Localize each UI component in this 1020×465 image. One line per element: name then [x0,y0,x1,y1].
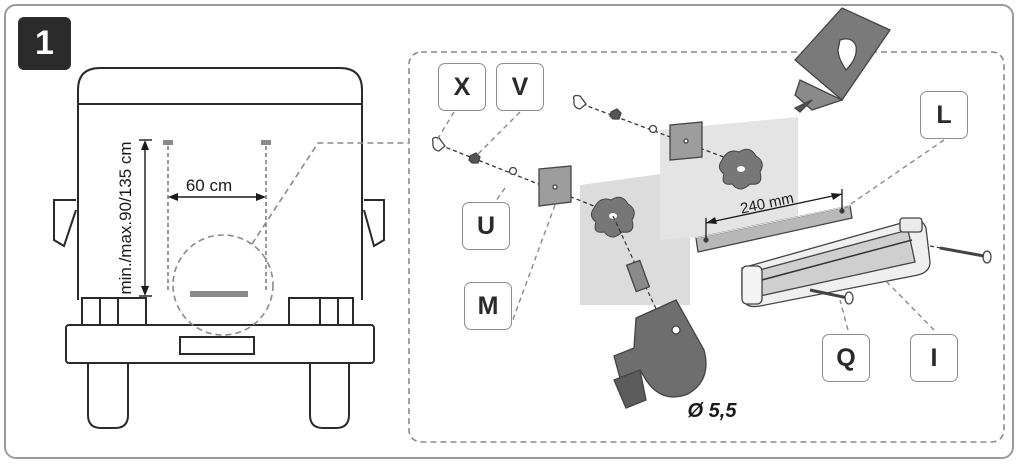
spacing-label: 60 cm [186,176,232,195]
figure-frame [4,4,1014,459]
left-mount-point [163,140,173,145]
upper-cap-nut [572,94,587,110]
lower-nut [468,152,481,164]
part-label-x: X [438,63,486,111]
bolt-lower [809,288,854,305]
bolt-right [929,245,992,264]
detail-panel [408,51,1005,443]
part-label-q: Q [822,334,870,382]
part-label-v: V [496,63,544,111]
right-mount-point [261,140,271,145]
vehicle-rear-view [53,67,385,429]
part-label-l: L [920,91,968,139]
lower-cap-nut [431,136,446,152]
license-plate [179,336,255,355]
rack-position-bar [190,291,248,297]
right-mirror [363,199,385,248]
bike-rack-holder [741,217,931,308]
zoom-circle [172,234,274,336]
part-label-m: M [464,282,512,330]
upper-washer [648,124,658,134]
lower-fastener-row [431,136,615,215]
lower-washer [508,166,518,176]
drill-guide-line [612,215,677,353]
sealant-tube [793,7,891,113]
rear-bumper [65,324,375,364]
part-label-i: I [910,334,958,382]
length-dimension [705,189,843,238]
step-number-badge: 1 [18,17,71,70]
left-wheel [87,363,129,429]
drill-diameter-label: Ø 5,5 [688,400,738,422]
drill [613,259,707,409]
left-mirror [53,199,77,248]
upper-fastener-row [572,94,746,166]
height-dimension [139,139,152,297]
left-tail-light [81,297,147,326]
spacing-dimension [168,193,266,201]
height-label: min./max.90/135 cm [116,141,135,294]
zoom-connector [251,142,408,245]
vehicle-body [77,67,363,300]
right-wheel [309,363,350,429]
part-label-u: U [462,202,510,250]
upper-nut [609,108,622,120]
